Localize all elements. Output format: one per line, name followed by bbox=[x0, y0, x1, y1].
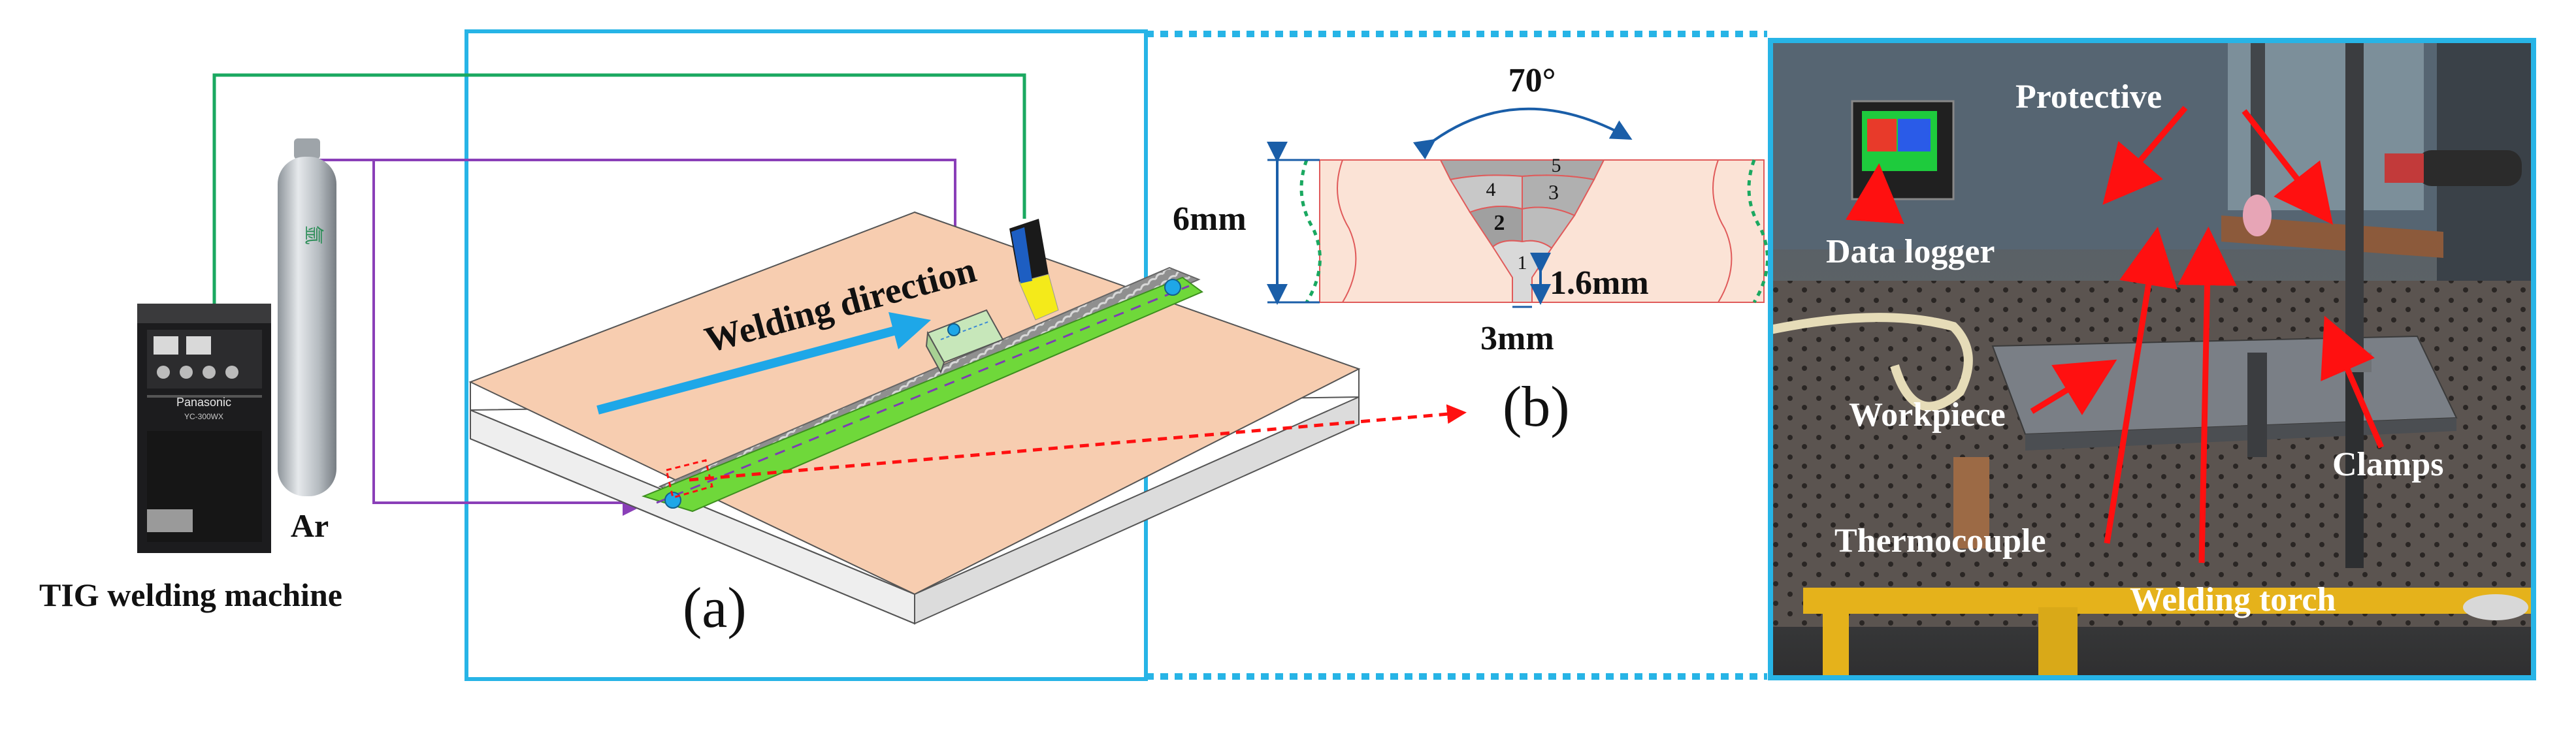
root-face-label: 1.6mm bbox=[1550, 264, 1649, 302]
photo-panel: Protective Data logger Workpiece Thermoc… bbox=[1768, 38, 2536, 680]
welding-torch-label: Welding torch bbox=[2130, 581, 2336, 618]
machine-model: YC-300WX bbox=[184, 412, 223, 421]
thermocouple-label: Thermocouple bbox=[1834, 522, 2046, 560]
thickness-label: 6mm bbox=[1173, 200, 1247, 238]
data-logger-device bbox=[1851, 100, 1955, 200]
data-logger-label: Data logger bbox=[1826, 233, 1995, 270]
root-gap-label: 3mm bbox=[1480, 320, 1554, 357]
svg-text:氩: 氩 bbox=[302, 225, 325, 245]
tig-welding-machine: Panasonic YC-300WX bbox=[137, 304, 271, 553]
photo-frame bbox=[1768, 38, 2536, 680]
direction-arrow bbox=[596, 325, 900, 415]
machine-label: TIG welding machine bbox=[39, 577, 342, 613]
panel-b-groove: 5 4 3 2 1 70° 6mm 1.6mm 3mm (b) bbox=[1173, 62, 1769, 439]
gas-label: Ar bbox=[291, 507, 329, 544]
workpiece-label: Workpiece bbox=[1849, 396, 2006, 434]
detail-pointer-arrow bbox=[689, 404, 1467, 482]
pass-2: 2 bbox=[1494, 211, 1505, 235]
gas-line-shield bbox=[372, 160, 649, 516]
control-cable-line bbox=[212, 73, 1026, 306]
panel-a-label: (a) bbox=[683, 577, 747, 640]
pass-4: 4 bbox=[1486, 179, 1496, 200]
pass-1: 1 bbox=[1518, 252, 1527, 274]
groove-angle-label: 70° bbox=[1508, 62, 1556, 99]
machine-brand: Panasonic bbox=[176, 396, 231, 409]
panel-a-setup: Panasonic YC-300WX 氩 Ar TIG welding mach… bbox=[39, 29, 1467, 681]
clamps-label: Clamps bbox=[2332, 446, 2443, 483]
argon-cylinder: 氩 bbox=[278, 138, 336, 496]
shielding-box bbox=[925, 309, 1004, 374]
groove-angle-arc bbox=[1412, 107, 1633, 160]
panel-b-label: (b) bbox=[1503, 375, 1570, 439]
pass-5: 5 bbox=[1552, 155, 1561, 176]
pass-3: 3 bbox=[1548, 180, 1559, 204]
weld-passes bbox=[1439, 159, 1605, 303]
protective-label: Protective bbox=[2015, 78, 2162, 116]
welding-torch bbox=[1009, 219, 1059, 321]
